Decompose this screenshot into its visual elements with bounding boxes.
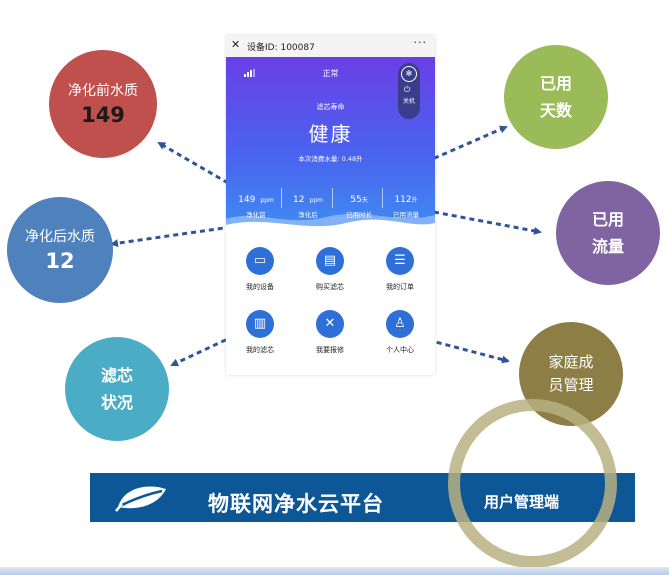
fan-icon: ✻: [401, 66, 417, 82]
power-label: 关机: [402, 98, 415, 105]
leaf-icon: [115, 486, 166, 512]
filter-life-label: 滤芯寿命: [316, 103, 345, 111]
status-panel: 正常 ✻ ⏻ 关机 滤芯寿命 健康 本次消费水量: 0.48升 149 ppm …: [226, 57, 435, 233]
platform-title: 物联网净水云平台: [208, 492, 384, 516]
signal-icon: [244, 69, 258, 77]
bubble-days-used: 已用 天数: [504, 45, 608, 149]
device-id: 设备ID: 100087: [247, 43, 315, 53]
device-icon: ▭: [246, 247, 274, 275]
menu-my-device[interactable]: ▭ 我的设备: [235, 247, 285, 292]
highlight-ring: [448, 399, 617, 568]
device-status: 正常: [322, 69, 339, 78]
close-icon[interactable]: ✕: [231, 38, 241, 51]
more-icon[interactable]: ···: [413, 36, 427, 49]
usage-text: 本次消费水量: 0.48升: [298, 155, 363, 163]
arrow-before-quality: [157, 141, 229, 185]
menu-buy-filter[interactable]: ▤ 购买滤芯: [305, 247, 355, 292]
bubble-flow-used: 已用 流量: [556, 181, 660, 285]
stat-before: 149 ppm 净化前: [238, 195, 274, 219]
stat-flow: 112升 已用流量: [393, 195, 419, 219]
divider: [281, 188, 282, 208]
filter-icon: ▥: [246, 310, 274, 338]
bubble-before-quality: 净化前水质 149: [49, 50, 157, 158]
shop-icon: ▤: [316, 247, 344, 275]
power-button[interactable]: ✻ ⏻ 关机: [398, 63, 420, 119]
bubble-after-quality: 净化后水质 12: [7, 197, 113, 303]
platform-subtitle: 用户管理端: [484, 493, 560, 511]
menu-my-orders[interactable]: ☰ 我的订单: [375, 247, 425, 292]
order-icon: ☰: [386, 247, 414, 275]
divider: [382, 188, 383, 208]
arrow-days-used: [367, 125, 508, 189]
arrow-filter-status: [170, 334, 235, 367]
stat-days: 55天 已用时长: [346, 195, 372, 219]
title-bar: ✕ 设备ID: 100087 ···: [226, 35, 435, 57]
arrow-flow-used: [433, 210, 542, 235]
power-icon: ⏻: [404, 85, 411, 94]
menu-my-filters[interactable]: ▥ 我的滤芯: [235, 310, 285, 355]
health-status: 健康: [308, 122, 353, 146]
stat-after: 12 ppm 净化后: [292, 195, 323, 219]
menu-repair[interactable]: ✕ 我要报修: [305, 310, 355, 355]
wave-decoration: [226, 213, 435, 233]
user-icon: ♙: [386, 310, 414, 338]
repair-icon: ✕: [316, 310, 344, 338]
bottom-border: [0, 567, 669, 575]
divider: [332, 188, 333, 208]
menu-profile[interactable]: ♙ 个人中心: [375, 310, 425, 355]
phone-screen: ✕ 设备ID: 100087 ··· 正常 ✻ ⏻ 关机 滤芯寿命 健康 本次消…: [226, 35, 435, 375]
arrow-family: [427, 338, 510, 364]
bubble-filter-status: 滤芯 状况: [65, 337, 169, 441]
